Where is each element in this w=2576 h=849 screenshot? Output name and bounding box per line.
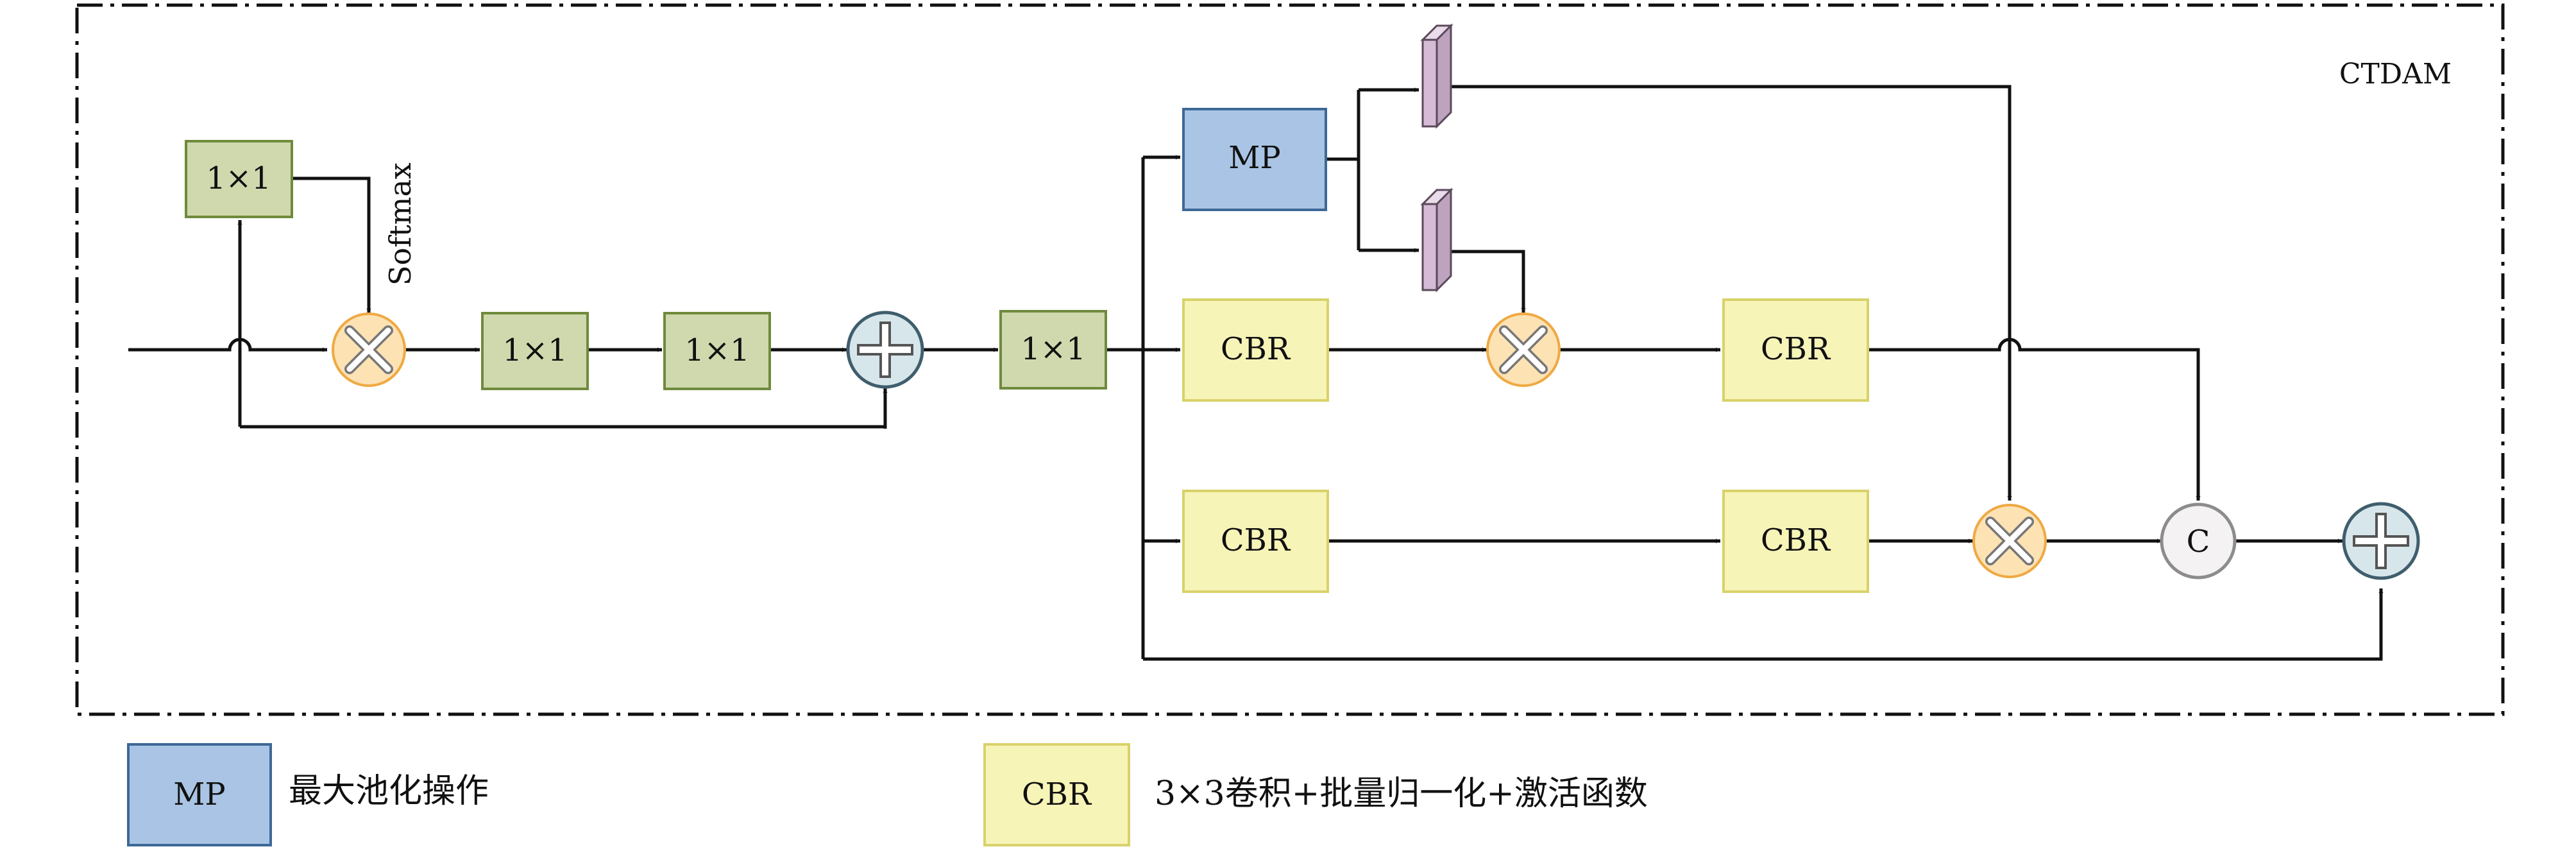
conv-a-node: 1×1 [481,312,589,390]
cbr-2-label: CBR [1761,331,1831,367]
mp-node: MP [1182,108,1327,211]
conv-b-node: 1×1 [663,312,771,390]
conv-a-label: 1×1 [502,332,567,368]
legend-mp-label: MP [173,776,225,812]
conv-b-label: 1×1 [684,332,749,368]
legend-mp: MP 最大池化操作 [127,743,489,846]
softmax-label: Softmax [383,162,418,286]
multiply-2-node [1486,313,1561,387]
multiply-icon [1985,517,2034,565]
legend: MP 最大池化操作 CBR 3×3卷积+批量归一化+激活函数 [127,743,1648,846]
feature-map-bottom [1420,187,1453,293]
input-edge [128,338,327,352]
multiply-icon [344,325,393,374]
cbr-2-node: CBR [1722,298,1869,402]
conv-c-node: 1×1 [999,310,1107,390]
cbr-3-label: CBR [1221,522,1291,558]
edge-softmax [292,176,371,313]
edge-cbr2-concat [1868,338,2201,501]
add-1-node [846,311,924,389]
module-border [75,3,2505,716]
edge-feat-bottom-mul2 [1451,250,1526,313]
feature-map-top [1420,23,1453,129]
cbr-1-label: CBR [1221,331,1291,367]
legend-cbr-label: CBR [1022,776,1092,812]
add-2-node [2342,502,2420,580]
legend-mp-description: 最大池化操作 [289,772,489,810]
connections [128,85,2384,661]
cbr-3-node: CBR [1182,490,1329,593]
multiply-1-node [332,313,406,387]
module-label: CTDAM [2339,58,2452,90]
concat-label: C [2187,524,2210,560]
legend-cbr: CBR 3×3卷积+批量归一化+激活函数 [983,743,1648,846]
cbr-4-label: CBR [1761,522,1831,558]
cbr-4-node: CBR [1722,490,1869,593]
legend-cbr-description: 3×3卷积+批量归一化+激活函数 [1155,775,1648,813]
edge-residual-2 [1143,588,2384,661]
conv-top-node: 1×1 [185,140,293,218]
conv-c-label: 1×1 [1021,331,1085,367]
conv-top-label: 1×1 [206,160,271,196]
plus-icon [857,322,913,378]
multiply-icon [1499,325,1548,374]
cbr-1-node: CBR [1182,298,1329,402]
multiply-3-node [1972,504,2047,578]
plus-icon [2353,513,2409,569]
edge-feat-top-mul3 [1451,85,2012,501]
concat-node: C [2160,502,2237,579]
legend-cbr-swatch [983,743,1130,846]
legend-mp-swatch [127,743,272,846]
edge-residual-1 [240,388,887,429]
mp-label: MP [1228,140,1280,176]
